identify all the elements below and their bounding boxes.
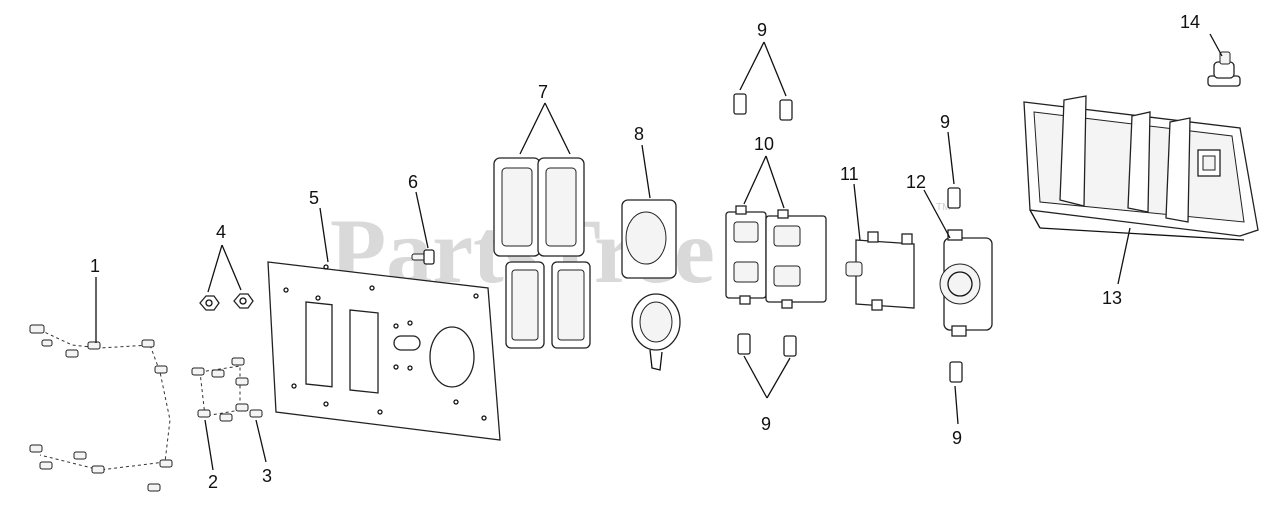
callout-10: 10 xyxy=(754,134,774,154)
callout-4: 4 xyxy=(216,222,226,242)
part-14-grommet[interactable] xyxy=(1207,33,1241,87)
callout-1: 1 xyxy=(90,256,100,276)
part-13-control-box[interactable] xyxy=(1023,95,1259,285)
part-12-twistlock-receptacle[interactable] xyxy=(923,189,993,337)
callout-9-right: 9 xyxy=(940,112,950,132)
callout-7: 7 xyxy=(538,82,548,102)
part-7-outlet-covers[interactable] xyxy=(493,102,591,349)
callout-2: 2 xyxy=(208,472,218,492)
part-6-stud[interactable] xyxy=(411,191,435,265)
part-11-breaker[interactable] xyxy=(845,183,915,311)
callout-8: 8 xyxy=(634,124,644,144)
part-8-round-cover[interactable] xyxy=(621,144,681,371)
callout-11: 11 xyxy=(840,164,859,184)
part-10-gfci-receptacles[interactable] xyxy=(725,155,827,309)
part-9-clips-bottom[interactable] xyxy=(737,333,797,399)
part-2-3-screws[interactable] xyxy=(191,357,267,471)
part-5-panel-plate[interactable] xyxy=(267,207,501,441)
callout-9-bottom: 9 xyxy=(761,414,771,434)
part-9-clips-top[interactable] xyxy=(733,41,793,121)
watermark-tm: TM xyxy=(936,202,950,213)
callout-9-top: 9 xyxy=(757,20,767,40)
callout-6: 6 xyxy=(408,172,418,192)
callout-9-rbottom: 9 xyxy=(952,428,962,448)
part-1-screws[interactable] xyxy=(29,277,173,492)
part-4-nuts[interactable] xyxy=(199,244,254,311)
callout-3: 3 xyxy=(262,466,272,486)
callout-12: 12 xyxy=(906,172,926,192)
callout-13: 13 xyxy=(1102,288,1122,308)
part-9-clips-right[interactable] xyxy=(947,131,963,425)
callout-14: 14 xyxy=(1180,12,1200,32)
callout-5: 5 xyxy=(309,188,319,208)
